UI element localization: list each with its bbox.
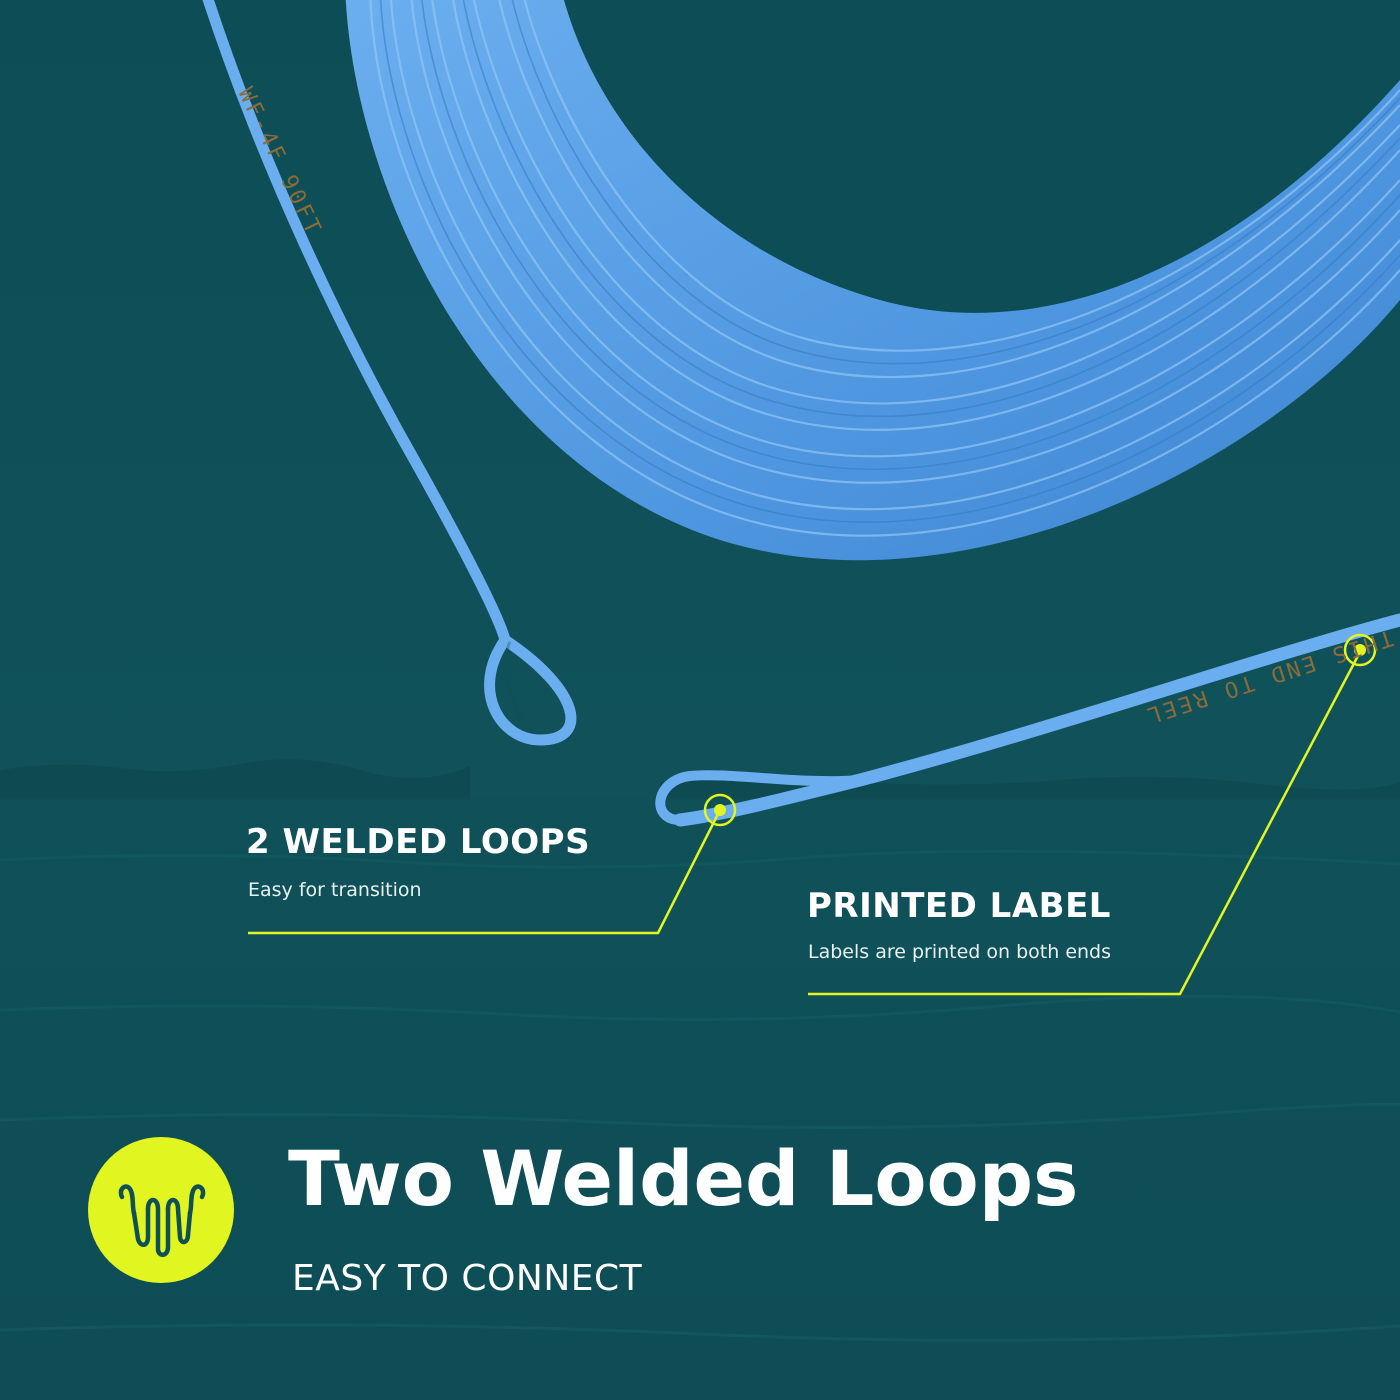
feature-subline: EASY TO CONNECT (292, 1258, 643, 1299)
front-line-with-loop (202, 0, 577, 746)
water-surface (0, 798, 1400, 1400)
label-callout-title: PRINTED LABEL (807, 886, 1111, 926)
callout-marker-loop (703, 793, 737, 827)
loops-callout-title: 2 WELDED LOOPS (246, 822, 591, 862)
coiled-fly-line (345, 0, 1400, 561)
water-ripples (0, 849, 1400, 1342)
loops-callout-subtitle: Easy for transition (248, 879, 422, 901)
callout-connectors (248, 651, 1362, 996)
feature-badge (88, 1137, 234, 1283)
rear-line-with-loop (655, 613, 1400, 827)
feature-headline: Two Welded Loops (288, 1134, 1079, 1223)
label-callout-subtitle: Labels are printed on both ends (808, 941, 1112, 963)
horizon-treeline (0, 759, 470, 800)
callout-marker-label (1343, 633, 1377, 667)
welded-loop-icon (118, 1184, 206, 1257)
